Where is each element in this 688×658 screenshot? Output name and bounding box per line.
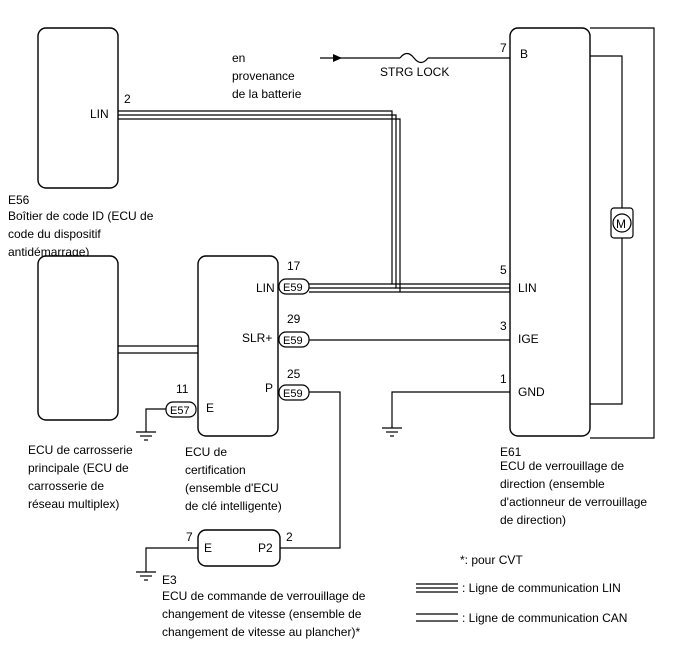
body-ecu-name-line-1: ECU de carrosserie (28, 443, 133, 457)
battery-text-line-1: en (232, 51, 245, 65)
motor-label: M (616, 217, 626, 231)
ground-icon-e3 (136, 571, 156, 581)
ground-icon-e57 (136, 431, 156, 441)
cert-pin-lin-label: LIN (256, 281, 275, 295)
body-ecu-box (37, 255, 119, 421)
cert-pin-25-number: 25 (287, 367, 301, 381)
motor-circle (612, 213, 632, 233)
fuse-icon (399, 52, 429, 64)
legend-can-text: : Ligne de communication CAN (462, 611, 627, 625)
e3-pin-7-number: 7 (186, 530, 193, 544)
cert-pin-29-number: 29 (287, 312, 301, 326)
e3-code: E3 (162, 573, 177, 587)
e61-name-line-3: d'actionneur de verrouillage (500, 495, 647, 509)
e61-name-line-1: ECU de verrouillage de (500, 459, 624, 473)
legend-can-symbol (416, 613, 458, 622)
cert-pin-p-label: P (265, 381, 273, 395)
p-p2-wire (280, 391, 341, 549)
connector-e59-lin (278, 278, 310, 295)
e61-pin-1-number: 1 (500, 372, 507, 386)
e3-ground-wire (145, 547, 198, 572)
cert-pin-e-label: E (206, 401, 214, 415)
cert-ecu-name-line-4: de clé intelligente) (185, 499, 282, 513)
cert-pin-17-number: 17 (287, 259, 301, 273)
e56-name-line-1: Boîtier de code ID (ECU de (8, 209, 154, 223)
connector-e59-slr-label: E59 (283, 335, 303, 347)
e57-ground-wire (145, 408, 166, 432)
e3-name-line-2: changement de vitesse (ensemble de (162, 607, 362, 621)
e56-pin-label: LIN (90, 107, 109, 121)
battery-text-line-3: de la batterie (232, 87, 302, 101)
battery-text-line-2: provenance (232, 69, 295, 83)
battery-arrow-icon (333, 54, 342, 62)
legend-lin-symbol (416, 583, 458, 593)
e56-box (37, 27, 119, 189)
legend-note: *: pour CVT (460, 553, 523, 567)
e3-name-line-3: changement de vitesse au plancher)* (162, 625, 360, 639)
e56-code: E56 (8, 193, 30, 207)
e61-box (509, 27, 591, 437)
e61-name-line-2: direction (ensemble (500, 477, 605, 491)
cert-ecu-name-line-2: certification (185, 463, 246, 477)
motor-wire-bottom (590, 238, 623, 405)
connector-e59-lin-label: E59 (283, 282, 303, 294)
e3-name-line-1: ECU de commande de verrouillage de (162, 589, 366, 603)
cert-ecu-name-line-3: (ensemble d'ECU (185, 481, 279, 495)
body-ecu-name-line-3: carrosserie de (28, 479, 104, 493)
e61-pin-gnd-label: GND (518, 385, 545, 399)
legend-lin-text: : Ligne de communication LIN (462, 581, 621, 595)
can-bus (118, 345, 198, 354)
e3-pin-2-number: 2 (286, 530, 293, 544)
cert-ecu-name-line-1: ECU de (185, 445, 227, 459)
cert-pin-11-number: 11 (176, 382, 189, 396)
e61-pin-b-label: B (520, 47, 528, 61)
e3-pin-e-label: E (204, 541, 212, 555)
e61-pin-7-number: 7 (500, 41, 507, 55)
motor-wire-top (590, 55, 623, 208)
e61-name-line-4: de direction) (500, 513, 566, 527)
fuse-label: STRG LOCK (380, 65, 449, 79)
e56-pin-number: 2 (124, 92, 131, 106)
body-ecu-name-line-4: réseau multiplex) (28, 497, 119, 511)
body-ecu-name-line-2: principale (ECU de (28, 461, 129, 475)
ground-icon-e61 (382, 427, 402, 437)
e61-pin-3-number: 3 (500, 319, 507, 333)
lin-bus (118, 110, 510, 293)
e61-pin-ige-label: IGE (518, 332, 539, 346)
e3-pin-p2-label: P2 (258, 541, 273, 555)
cert-pin-slr-label: SLR+ (242, 331, 272, 345)
e61-housing (590, 27, 655, 439)
gnd-wire (391, 391, 510, 428)
e61-pin-lin-label: LIN (518, 281, 537, 295)
e61-pin-5-number: 5 (500, 263, 507, 277)
e61-code: E61 (500, 445, 522, 459)
connector-e59-p-label: E59 (283, 388, 303, 400)
e56-name-line-2: code du dispositif (8, 227, 101, 241)
connector-e57-label: E57 (170, 405, 190, 417)
